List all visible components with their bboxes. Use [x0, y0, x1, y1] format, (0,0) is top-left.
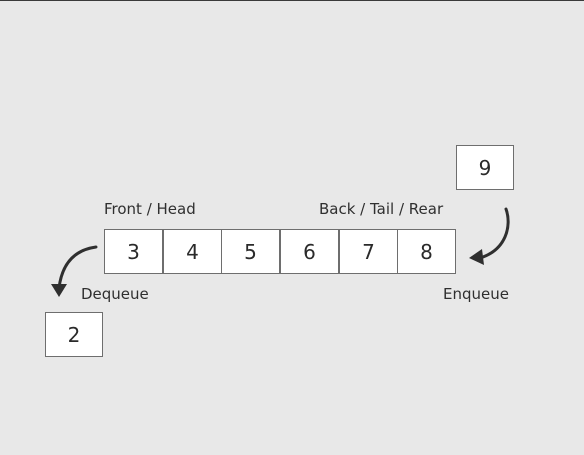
queue-cell-value: 4	[186, 239, 199, 264]
queue-cell: 6	[280, 229, 339, 274]
dequeue-label: Dequeue	[81, 285, 149, 303]
queue-cell-value: 3	[127, 239, 140, 264]
queue-cell: 4	[163, 229, 222, 274]
enqueued-element: 9	[456, 145, 514, 190]
back-tail-rear-label: Back / Tail / Rear	[319, 200, 444, 218]
top-border	[0, 0, 584, 1]
dequeue-arrow-icon	[51, 245, 98, 297]
enqueue-arrow-icon	[469, 207, 510, 265]
queue-cell-value: 5	[244, 239, 257, 264]
front-head-label: Front / Head	[104, 200, 196, 218]
dequeued-value: 2	[67, 322, 81, 347]
queue-cell: 8	[397, 229, 456, 274]
queue-cell: 5	[221, 229, 280, 274]
queue-cell: 7	[339, 229, 398, 274]
queue-cell-value: 7	[362, 239, 375, 264]
enqueue-label: Enqueue	[443, 285, 509, 303]
queue: 3 4 5 6 7 8	[104, 229, 456, 274]
queue-cell-value: 8	[420, 239, 433, 264]
enqueued-value: 9	[478, 155, 492, 180]
dequeued-element: 2	[45, 312, 103, 357]
queue-cell-value: 6	[303, 239, 316, 264]
queue-cell: 3	[104, 229, 163, 274]
